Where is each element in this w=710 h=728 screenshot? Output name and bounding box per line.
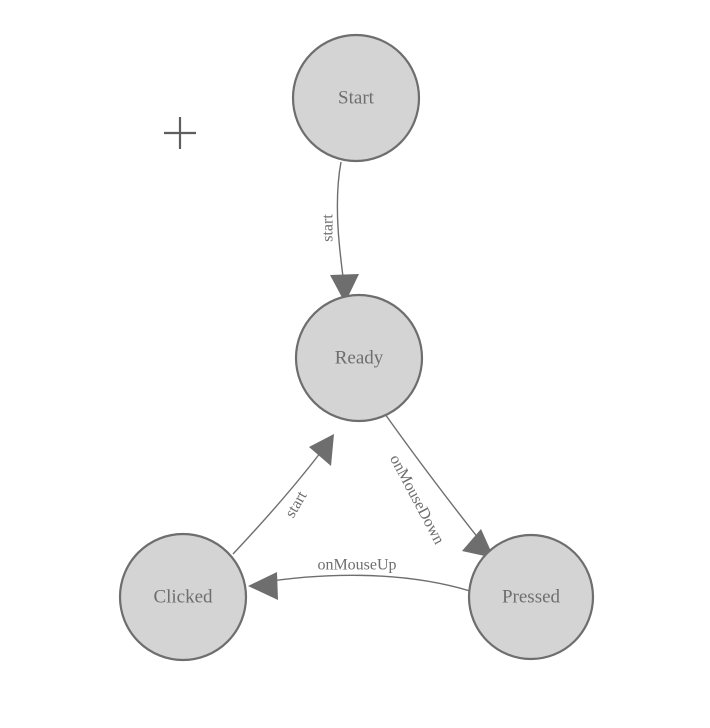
state-node-clicked[interactable]: Clicked (118, 532, 248, 662)
node-shape (291, 33, 421, 163)
edge-label: onMouseUp (317, 557, 396, 574)
edge-clicked-to-ready[interactable]: start (232, 434, 334, 555)
edge-ready-to-pressed[interactable]: onMouseDown (384, 413, 494, 558)
node-shape (467, 533, 595, 661)
node-label: Ready (335, 347, 384, 368)
node-label: Clicked (153, 586, 213, 607)
node-label: Pressed (502, 586, 561, 607)
edge-line (336, 161, 346, 293)
plus-marker-icon (164, 117, 196, 149)
node-shape (118, 532, 248, 662)
arrowhead-icon (330, 274, 359, 303)
arrowhead-icon (309, 434, 334, 466)
arrowhead-icon (248, 572, 278, 600)
edge-start-to-ready[interactable]: start (320, 161, 359, 303)
node-shape (294, 293, 424, 423)
edge-line (232, 443, 328, 555)
state-node-ready[interactable]: Ready (294, 293, 424, 423)
state-node-pressed[interactable]: Pressed (467, 533, 595, 661)
node-label: Start (338, 87, 375, 108)
edge-line (384, 413, 487, 549)
edge-pressed-to-clicked[interactable]: onMouseUp (248, 557, 471, 600)
edge-label: onMouseDown (386, 452, 447, 547)
edge-label: start (282, 488, 311, 521)
markers-layer (164, 117, 196, 149)
arrowhead-icon (462, 529, 494, 558)
edge-label: start (320, 214, 337, 242)
state-node-start[interactable]: Start (291, 33, 421, 163)
edge-line (257, 574, 471, 592)
